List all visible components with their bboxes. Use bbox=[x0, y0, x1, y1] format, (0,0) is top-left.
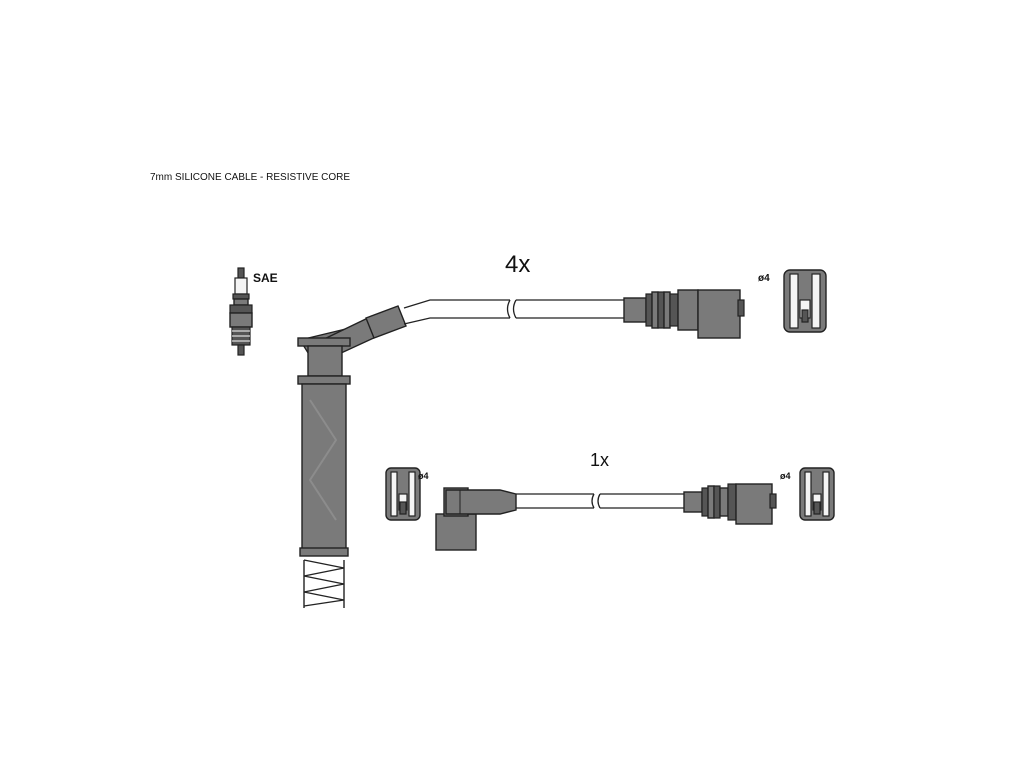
terminal-size-label: ø4 bbox=[418, 471, 429, 481]
angled-connector bbox=[435, 487, 517, 551]
terminal-icon bbox=[783, 269, 827, 333]
caption: 7mm SILICONE CABLE - RESISTIVE CORE bbox=[150, 172, 350, 183]
spark-plug-boot bbox=[297, 305, 407, 608]
terminal-size-label: ø4 bbox=[780, 471, 791, 481]
terminal-icon bbox=[385, 467, 421, 521]
terminal-size-label: ø4 bbox=[758, 273, 770, 284]
short-coil-connector bbox=[683, 483, 777, 525]
spark-plug-icon bbox=[229, 267, 253, 356]
spark-plug-label: SAE bbox=[253, 271, 278, 285]
long-cable bbox=[403, 299, 624, 325]
lead-short-quantity: 1x bbox=[590, 450, 609, 470]
lead-long-quantity: 4x bbox=[505, 251, 530, 278]
short-cable bbox=[516, 493, 684, 509]
coil-connector bbox=[623, 289, 745, 339]
terminal-icon bbox=[799, 467, 835, 521]
